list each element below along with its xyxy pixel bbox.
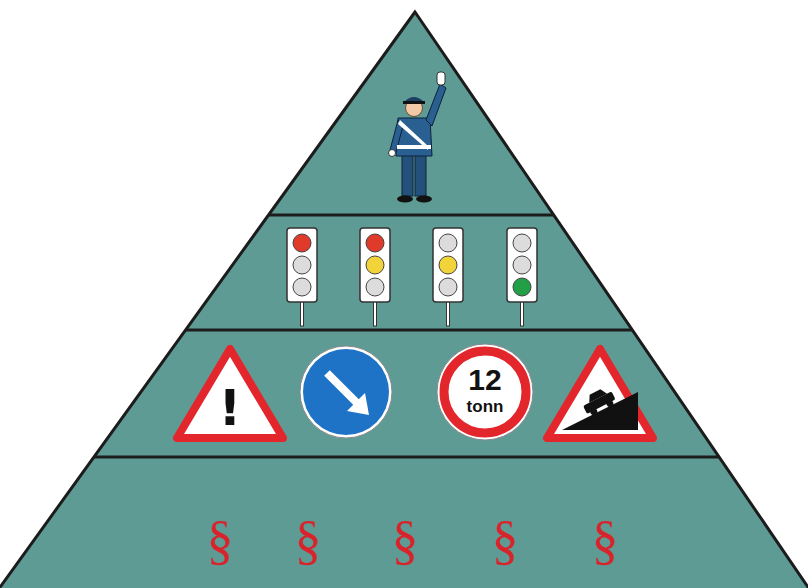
band-divider: [186, 329, 632, 332]
sign-unit: tonn: [467, 398, 504, 415]
band-divider: [94, 456, 719, 459]
keep-right-sign: [300, 346, 392, 438]
paragraph-sign: §: [295, 513, 322, 567]
sign-number: 12: [468, 365, 501, 395]
warning-mark: !: [219, 383, 242, 433]
steep-hill-sign: [547, 349, 653, 438]
paragraph-sign: §: [592, 513, 619, 567]
pyramid-shape: [0, 12, 808, 588]
warning-sign: [177, 349, 283, 438]
weight-limit-sign: [437, 344, 533, 440]
paragraph-sign: §: [392, 513, 419, 567]
traffic-lights: [287, 228, 537, 326]
band-divider: [268, 214, 554, 217]
paragraph-sign: §: [492, 513, 519, 567]
paragraph-sign: §: [207, 513, 234, 567]
police-officer: [389, 72, 447, 203]
